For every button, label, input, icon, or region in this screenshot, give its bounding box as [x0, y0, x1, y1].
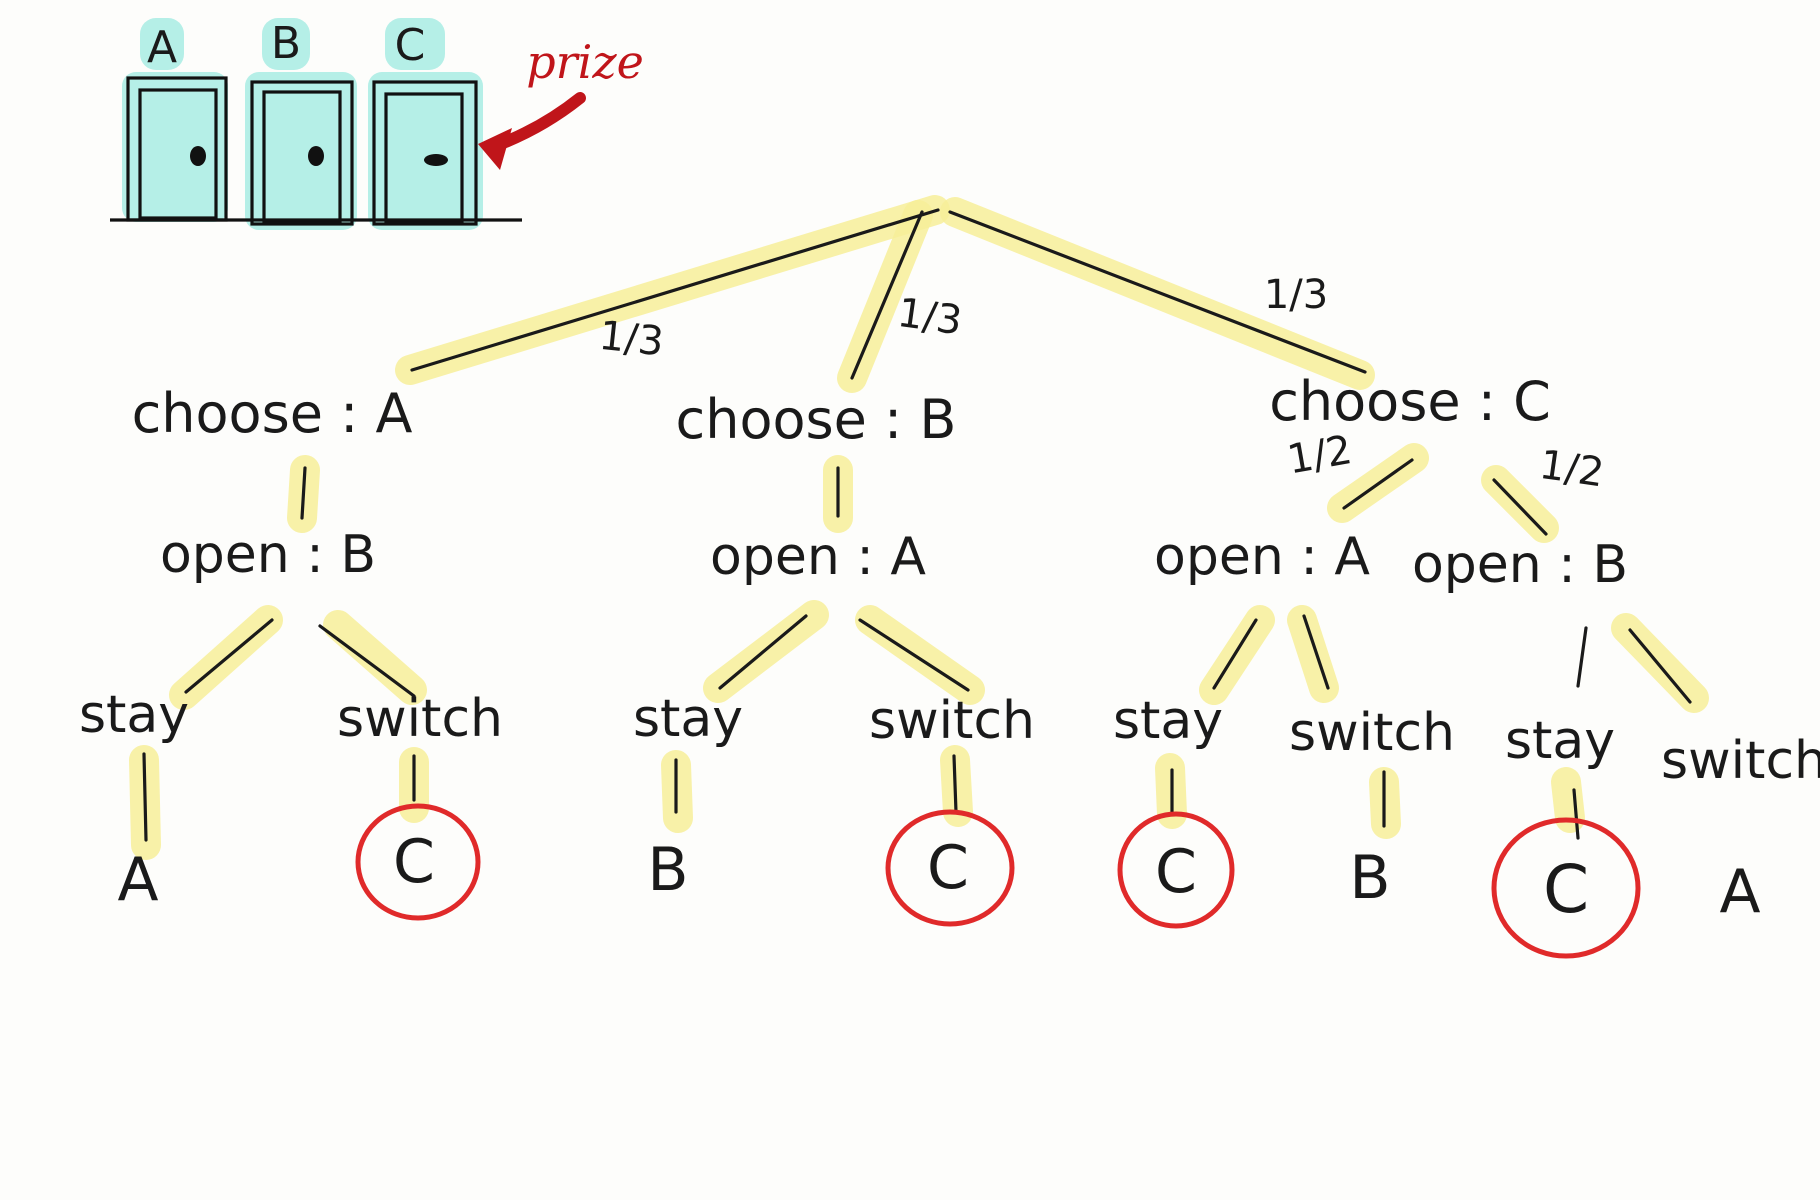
outcome-b-stay: B	[647, 835, 688, 905]
prob-c-open-b: 1/2	[1537, 442, 1607, 497]
node-open-b-under-c: open : B	[1412, 535, 1628, 595]
door-a-knob	[190, 146, 206, 166]
node-choose-c: choose : C	[1269, 370, 1551, 433]
door-b-knob	[308, 146, 324, 166]
outcome-c2-switch: A	[1719, 857, 1760, 927]
door-a-highlight	[122, 72, 228, 222]
action-labels: stay switch stay switch stay switch stay…	[79, 685, 1820, 791]
doors-illustration: A B C prize	[110, 18, 644, 230]
node-open-a-under-c: open : A	[1154, 527, 1370, 587]
outcomes: A C B C C B C A	[117, 827, 1760, 928]
prob-choose-b: 1/3	[895, 290, 965, 345]
door-b-highlight	[245, 72, 357, 230]
winner-circle-a-switch	[355, 803, 481, 921]
door-c-highlight	[368, 72, 483, 230]
door-a-label-highlight	[140, 18, 184, 70]
action-stay-c1: stay	[1113, 691, 1223, 751]
door-c	[372, 80, 478, 226]
door-c-label: C	[395, 20, 426, 71]
prize-label: prize	[526, 35, 644, 89]
action-switch-c1: switch	[1289, 703, 1455, 763]
node-open-a-under-b: open : A	[710, 527, 926, 587]
winner-circle-c2-stay	[1491, 817, 1641, 959]
tree-edges	[142, 208, 1692, 842]
winner-circle-c1-stay	[1117, 811, 1235, 929]
action-switch-c2: switch	[1661, 731, 1820, 791]
outcome-a-stay: A	[117, 845, 158, 915]
outcome-c1-switch: B	[1349, 843, 1390, 913]
action-stay-a: stay	[79, 685, 189, 745]
action-switch-a: switch	[337, 689, 503, 749]
door-a-label: A	[147, 22, 177, 73]
choose-nodes: choose : A choose : B choose : C	[132, 370, 1551, 451]
action-switch-b: switch	[869, 691, 1035, 751]
door-b-label: B	[271, 18, 301, 69]
outcome-b-switch: C	[927, 833, 969, 903]
door-c-label-highlight	[385, 18, 445, 70]
door-b-label-highlight	[262, 18, 310, 70]
node-choose-b: choose : B	[676, 388, 957, 451]
outcome-c2-stay: C	[1543, 851, 1589, 928]
door-b	[250, 80, 354, 226]
action-stay-c2: stay	[1505, 711, 1615, 771]
action-stay-b: stay	[633, 689, 743, 749]
prob-choose-c: 1/3	[1264, 272, 1328, 318]
door-c-knob	[424, 154, 448, 166]
node-choose-a: choose : A	[132, 382, 413, 445]
prize-arrow	[478, 92, 586, 170]
prob-choose-a: 1/3	[597, 313, 666, 365]
outcome-a-switch: C	[393, 827, 435, 897]
outcome-c1-stay: C	[1155, 837, 1197, 907]
winner-circles	[355, 803, 1641, 959]
winner-circle-b-switch	[885, 809, 1015, 927]
branch-probabilities: 1/3 1/3 1/3 1/2 1/2	[597, 272, 1607, 496]
node-open-b-under-a: open : B	[160, 525, 376, 585]
open-nodes: open : B open : A open : A open : B	[160, 525, 1628, 595]
prob-c-open-a: 1/2	[1284, 427, 1355, 483]
